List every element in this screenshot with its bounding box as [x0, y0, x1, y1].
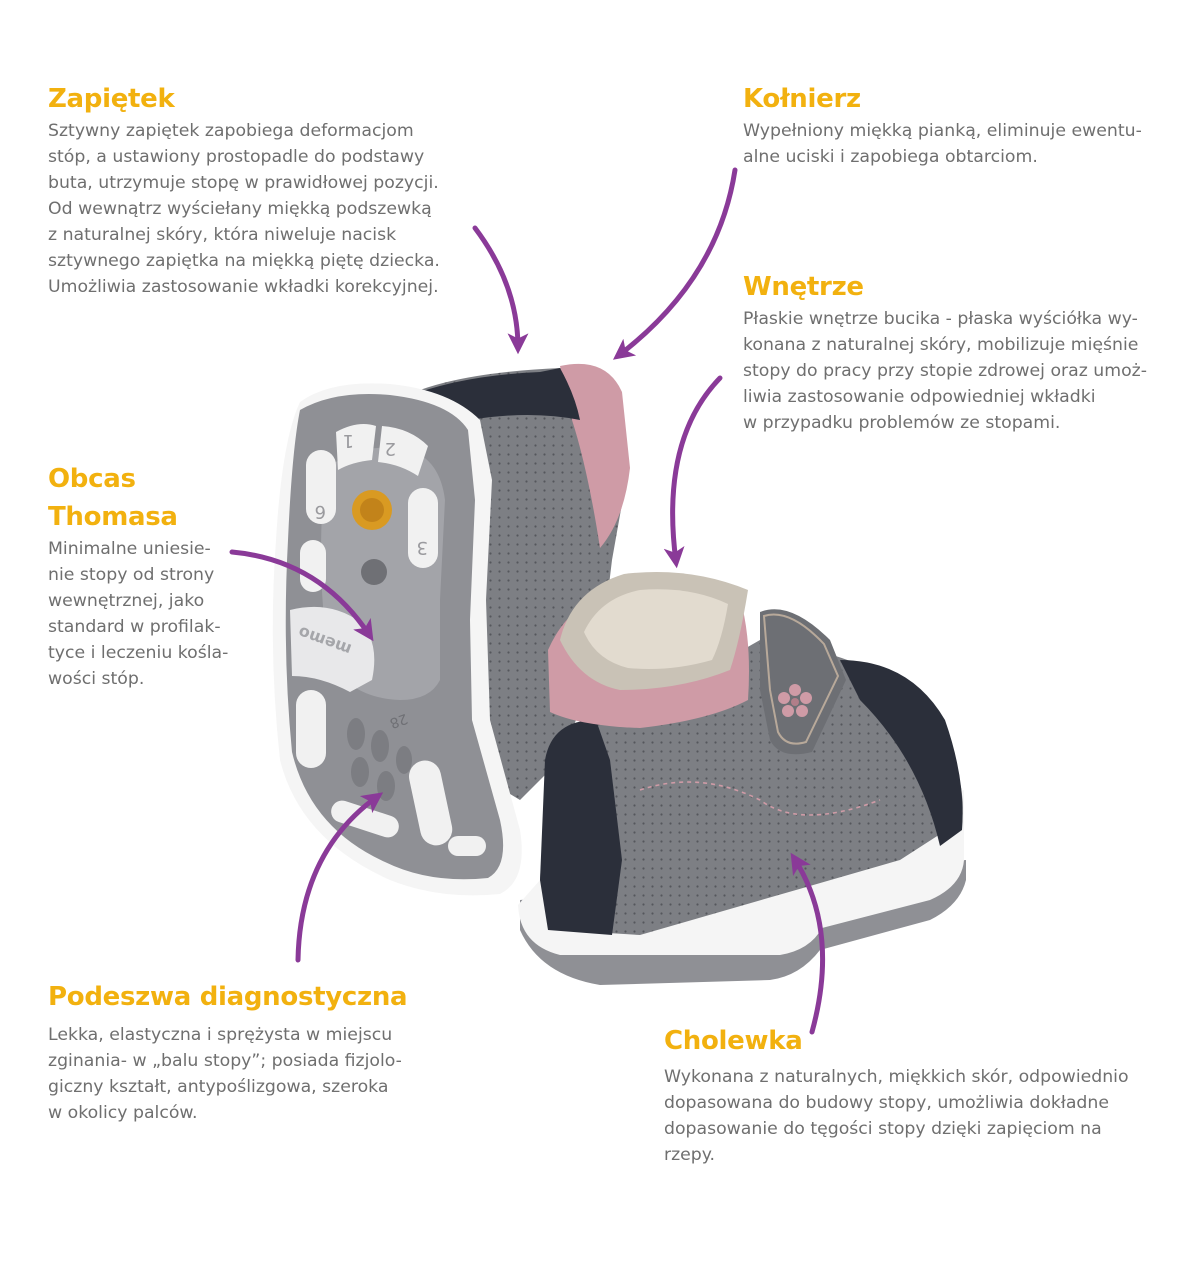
- desc-line: buta, utrzymuje stopę w prawidłowej pozy…: [48, 173, 439, 193]
- sole-badge-inner: [360, 498, 384, 522]
- desc-line: w okolicy palców.: [48, 1103, 198, 1123]
- feature-title-podeszwa: Podeszwa diagnostyczna: [48, 982, 408, 1012]
- feature-title-obcas-line2: Thomasa: [48, 502, 178, 532]
- desc-line: Sztywny zapiętek zapobiega deformacjom: [48, 121, 414, 141]
- feature-desc-kolnierz: Wypełniony miękką pianką, eliminuje ewen…: [743, 118, 1142, 170]
- toe-block-1: [296, 690, 326, 768]
- desc-line: stóp, a ustawiony prostopadle do podstaw…: [48, 147, 425, 167]
- desc-line: wości stóp.: [48, 669, 145, 689]
- desc-line: Od wewnątrz wyściełany miękką podszewką: [48, 199, 432, 219]
- feature-cholewka: Cholewka Wykonana z naturalnych, miękkic…: [664, 1022, 1129, 1168]
- desc-line: stopy do pracy przy stopie zdrowej oraz …: [743, 361, 1147, 381]
- feature-title-obcas-line1: Obcas: [48, 464, 136, 494]
- bump-3: [351, 757, 369, 787]
- sole-number-6: 6: [315, 501, 326, 522]
- feature-title-kolnierz: Kołnierz: [743, 84, 861, 114]
- desc-line: rzepy.: [664, 1145, 716, 1165]
- desc-line: zginania- w „balu stopy”; posiada fizjol…: [48, 1051, 402, 1071]
- desc-line: Minimalne uniesie-: [48, 539, 211, 559]
- arrow-kolnierz: [612, 167, 738, 360]
- sole-number-1: 1: [343, 430, 354, 451]
- flower-petal-3: [796, 705, 808, 717]
- feature-obcas: Obcas Thomasa Minimalne uniesie- nie sto…: [48, 460, 228, 692]
- heel-block-3: [306, 450, 336, 524]
- desc-line: alne uciski i zapobiega obtarciom.: [743, 147, 1038, 167]
- toe-block-3: [331, 800, 399, 838]
- desc-line: liwia zastosowanie odpowiedniej wkładki: [743, 387, 1096, 407]
- feature-kolnierz: Kołnierz Wypełniony miękką pianką, elimi…: [743, 80, 1142, 170]
- toe-block-2: [409, 760, 453, 846]
- flower-petal-1: [789, 684, 801, 696]
- feature-desc-wnetrze: Płaskie wnętrze bucika - płaska wyściółk…: [743, 306, 1147, 436]
- desc-line: Płaskie wnętrze bucika - płaska wyściółk…: [743, 309, 1138, 329]
- toe-block-4: [448, 836, 486, 856]
- desc-line: Wykonana z naturalnych, miękkich skór, o…: [664, 1067, 1129, 1087]
- desc-line: dopasowana do budowy stopy, umożliwia do…: [664, 1093, 1109, 1113]
- front-shoe: [518, 572, 966, 985]
- arrow-cholewka: [790, 852, 826, 1035]
- desc-line: tyce i leczeniu kośla-: [48, 643, 229, 663]
- desc-line: z naturalnej skóry, która niweluje nacis…: [48, 225, 397, 245]
- desc-line: giczny kształt, antypoślizgowa, szeroka: [48, 1077, 389, 1097]
- diagnostic-bumps: [347, 718, 412, 801]
- sole-number-3: 3: [417, 537, 428, 558]
- bump-1: [347, 718, 365, 750]
- heel-block-5: [300, 540, 326, 592]
- feature-desc-cholewka: Wykonana z naturalnych, miękkich skór, o…: [664, 1064, 1129, 1168]
- feature-title-zapietek: Zapiętek: [48, 84, 175, 114]
- heel-block-4: [408, 488, 438, 568]
- stitching-line: [639, 781, 881, 816]
- feature-title-wnetrze: Wnętrze: [743, 272, 864, 302]
- flower-petal-5: [778, 692, 790, 704]
- feature-desc-podeszwa: Lekka, elastyczna i sprężysta w miejscu …: [48, 1022, 407, 1126]
- desc-line: sztywnego zapiętka na miękką piętę dziec…: [48, 251, 440, 271]
- velcro-strap-edge: [762, 613, 840, 745]
- heel-block-1: [336, 424, 376, 470]
- desc-line: w przypadku problemów ze stopami.: [743, 413, 1061, 433]
- feature-title-obcas: Obcas Thomasa: [48, 460, 228, 536]
- bump-2: [371, 730, 389, 762]
- front-shoe-heel-tab: [540, 720, 622, 935]
- sole-size: 28: [387, 710, 409, 731]
- feature-desc-zapietek: Sztywny zapiętek zapobiega deformacjom s…: [48, 118, 440, 300]
- desc-line: standard w profilak-: [48, 617, 221, 637]
- feature-zapietek: Zapiętek Sztywny zapiętek zapobiega defo…: [48, 80, 440, 300]
- desc-line: wewnętrznej, jako: [48, 591, 205, 611]
- desc-line: Wypełniony miękką pianką, eliminuje ewen…: [743, 121, 1142, 141]
- arrow-obcas: [229, 549, 374, 642]
- desc-line: dopasowanie do tęgości stopy dzięki zapi…: [664, 1119, 1102, 1139]
- heel-blocks: [300, 424, 438, 592]
- arrows: [229, 167, 826, 1035]
- forefoot-blocks: [296, 690, 486, 856]
- heel-block-2: [378, 426, 428, 476]
- feature-wnetrze: Wnętrze Płaskie wnętrze bucika - płaska …: [743, 268, 1147, 436]
- feature-title-cholewka: Cholewka: [664, 1026, 803, 1056]
- flower-center: [791, 698, 799, 706]
- arrow-zapietek: [472, 225, 529, 355]
- desc-line: Umożliwia zastosowanie wkładki korekcyjn…: [48, 277, 439, 297]
- front-shoe-toe-cap: [840, 660, 963, 846]
- feature-desc-obcas: Minimalne uniesie- nie stopy od strony w…: [48, 536, 228, 692]
- flower-petal-4: [782, 705, 794, 717]
- flower-icon: [778, 684, 812, 717]
- arrow-wnetrze: [663, 375, 723, 569]
- feature-podeszwa: Podeszwa diagnostyczna Lekka, elastyczna…: [48, 978, 408, 1126]
- front-shoe-lining: [584, 589, 728, 669]
- desc-line: Lekka, elastyczna i sprężysta w miejscu: [48, 1025, 393, 1045]
- arrow-podeszwa: [295, 792, 384, 963]
- sole-dot: [361, 559, 387, 585]
- bump-5: [396, 746, 412, 774]
- sole-number-2: 2: [385, 438, 396, 459]
- flower-petal-2: [800, 692, 812, 704]
- back-shoe: 1 2 6 3 memo 28: [272, 363, 630, 896]
- desc-line: nie stopy od strony: [48, 565, 215, 585]
- desc-line: konana z naturalnej skóry, mobilizuje mi…: [743, 335, 1139, 355]
